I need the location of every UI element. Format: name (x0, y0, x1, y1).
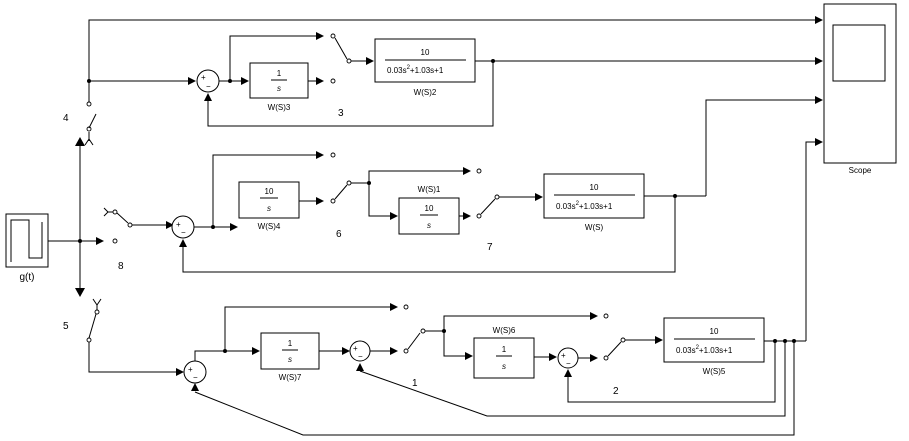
block-ws1[interactable]: W(S)1 10 s (398, 185, 460, 235)
sum-junction-5: + − (557, 347, 579, 369)
source-distribution-wires (48, 137, 104, 297)
block-ws[interactable]: 10 0.03s2+1.03s+1 W(S) (543, 173, 645, 232)
svg-text:1: 1 (277, 69, 282, 78)
svg-text:s: s (277, 84, 281, 93)
svg-text:−: − (566, 359, 571, 368)
switch-1[interactable] (403, 328, 426, 354)
scope-block[interactable]: Scope (823, 3, 897, 175)
sum-junction-1: + − (196, 69, 220, 93)
sum-junction-4: + − (349, 340, 371, 362)
block-ws4[interactable]: 10 s W(S)4 (238, 181, 300, 231)
svg-text:s: s (502, 362, 506, 371)
block-ws2[interactable]: 10 0.03s2+1.03s+1 W(S)2 (374, 38, 476, 97)
switch-label-2: 2 (613, 386, 619, 397)
svg-text:W(S)3: W(S)3 (268, 103, 291, 112)
middle-row: 8 + − 10 s W(S)4 6 (103, 96, 823, 273)
svg-text:10: 10 (425, 204, 434, 213)
source-label: g(t) (20, 272, 35, 283)
svg-text:−: − (181, 228, 186, 237)
svg-text:10: 10 (590, 183, 599, 192)
svg-text:W(S)2: W(S)2 (414, 88, 437, 97)
switch-5[interactable] (86, 298, 102, 343)
switch-6[interactable] (330, 180, 352, 204)
scope-label: Scope (849, 166, 872, 175)
sum-junction-3: + − (183, 360, 207, 384)
bottom-row: 5 + − 1 s W(S)7 + − (63, 138, 823, 436)
svg-text:+: + (176, 220, 181, 229)
switch-label-4: 4 (63, 113, 69, 124)
svg-text:W(S)6: W(S)6 (493, 326, 516, 335)
svg-text:−: − (358, 352, 363, 361)
svg-text:10: 10 (710, 327, 719, 336)
svg-text:W(S)7: W(S)7 (279, 373, 302, 382)
switch-label-6: 6 (336, 229, 342, 240)
top-row: 4 + − 1 s W(S)3 (63, 16, 823, 146)
svg-text:W(S)4: W(S)4 (258, 222, 281, 231)
switch-label-7: 7 (487, 242, 493, 253)
sum-junction-2: + − (171, 215, 195, 239)
switch-label-8: 8 (118, 261, 124, 272)
svg-text:0.03s2+1.03s+1: 0.03s2+1.03s+1 (556, 201, 613, 211)
switch-7[interactable] (476, 194, 500, 219)
step-source-block[interactable]: g(t) (5, 213, 49, 283)
svg-text:W(S)5: W(S)5 (703, 367, 726, 376)
block-ws5[interactable]: 10 0.03s2+1.03s+1 W(S)5 (663, 317, 765, 376)
block-ws6[interactable]: W(S)6 1 s (473, 326, 535, 379)
svg-text:+: + (201, 73, 206, 82)
switch-label-1: 1 (412, 378, 418, 389)
svg-text:1: 1 (288, 339, 293, 348)
switch-8[interactable] (103, 207, 133, 244)
switch-label-3: 3 (338, 108, 344, 119)
svg-text:+: + (561, 351, 566, 360)
svg-text:−: − (193, 373, 198, 382)
svg-text:10: 10 (421, 48, 430, 57)
switch-label-5: 5 (63, 321, 69, 332)
svg-text:s: s (267, 204, 271, 213)
svg-text:1: 1 (502, 345, 507, 354)
svg-text:s: s (427, 221, 431, 230)
svg-text:s: s (288, 355, 292, 364)
svg-text:0.03s2+1.03s+1: 0.03s2+1.03s+1 (387, 65, 444, 75)
switch-2[interactable] (603, 337, 626, 361)
switch-4[interactable] (84, 81, 97, 146)
block-ws7[interactable]: 1 s W(S)7 (260, 332, 320, 382)
block-ws3[interactable]: 1 s W(S)3 (249, 62, 309, 112)
svg-text:10: 10 (265, 187, 274, 196)
svg-text:0.03s2+1.03s+1: 0.03s2+1.03s+1 (676, 345, 733, 355)
svg-text:−: − (206, 82, 211, 91)
svg-text:+: + (188, 365, 193, 374)
svg-text:W(S): W(S) (585, 223, 604, 232)
svg-text:+: + (353, 344, 358, 353)
svg-text:W(S)1: W(S)1 (418, 185, 441, 194)
switch-3[interactable] (330, 33, 352, 84)
